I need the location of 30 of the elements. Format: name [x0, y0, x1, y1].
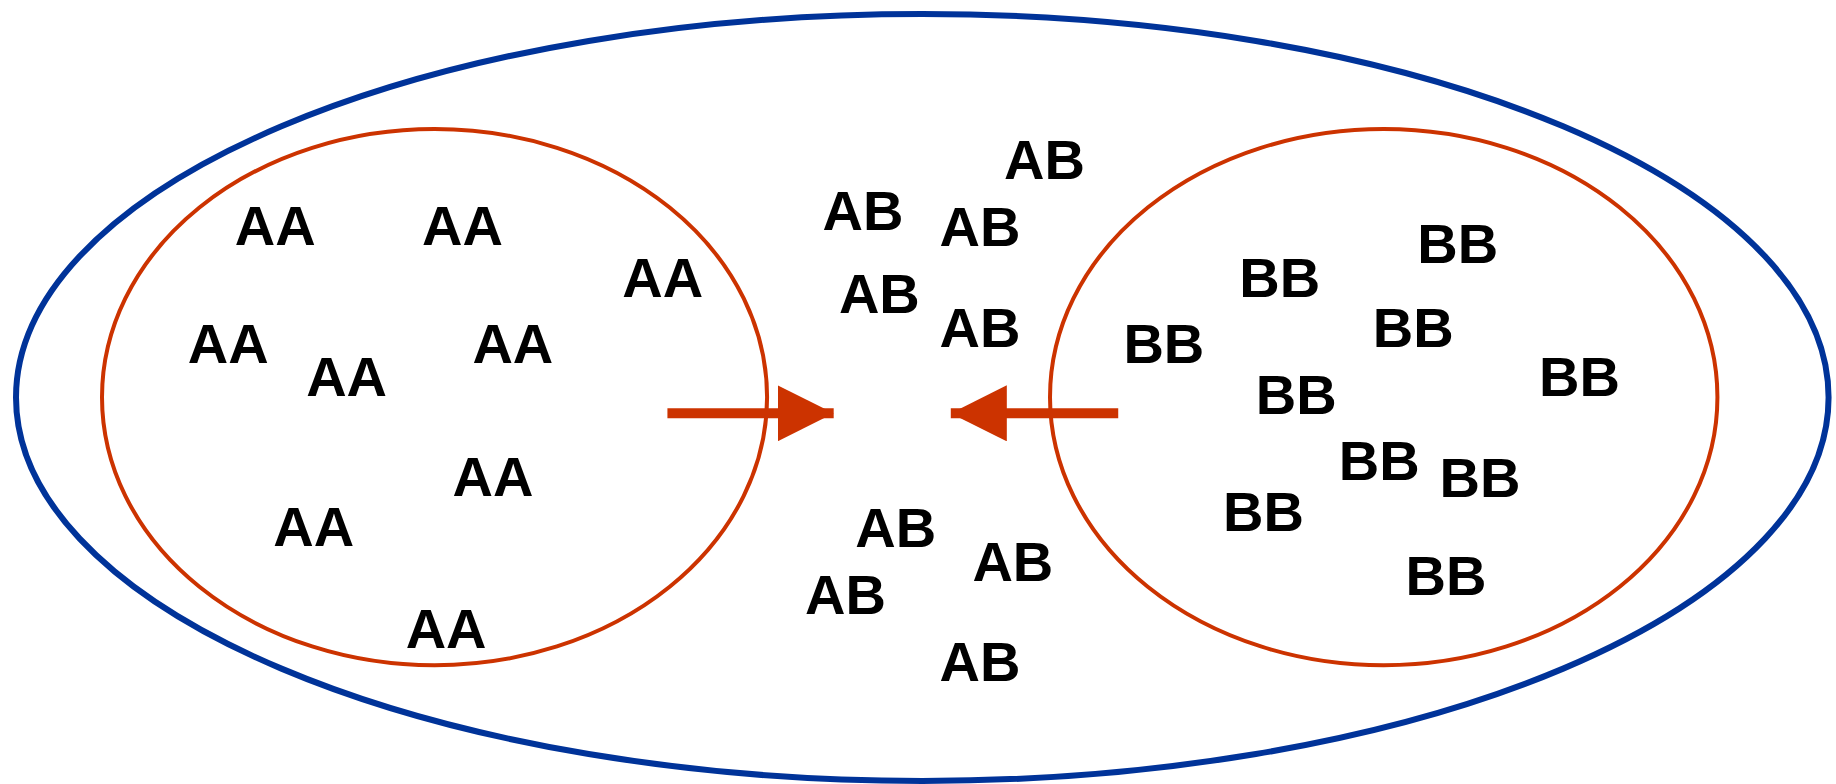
genotype-label: AA [187, 316, 269, 373]
genotype-label: AA [405, 600, 487, 657]
genotype-label: BB [1123, 316, 1205, 373]
genotype-label: BB [1417, 215, 1499, 272]
genotype-label: BB [1222, 483, 1304, 540]
genotype-label: AB [939, 299, 1021, 356]
arrow [950, 385, 1119, 442]
genotype-label: AB [1004, 132, 1085, 189]
genotype-label: AB [804, 566, 886, 623]
genotype-label: AA [234, 197, 316, 254]
genotype-label: BB [1405, 548, 1487, 605]
genotype-label: AB [822, 182, 904, 239]
genotype-label: AA [273, 498, 355, 555]
genotype-label: AB [855, 500, 937, 557]
genotype-label: BB [1338, 433, 1420, 490]
genotype-label: AA [452, 448, 534, 505]
arrow [667, 385, 834, 442]
genotype-label: BB [1439, 449, 1521, 506]
genotype-label: AB [939, 199, 1021, 256]
genotype-label: AA [622, 249, 704, 306]
genotype-label: BB [1239, 249, 1321, 306]
genotype-label: AA [472, 316, 554, 373]
genotype-label: AA [422, 197, 503, 254]
genotype-label: BB [1539, 349, 1620, 406]
genotype-label: AB [939, 633, 1021, 690]
genotype-label: AB [838, 265, 920, 322]
genotype-label: BB [1372, 299, 1454, 356]
genotype-label: AB [972, 534, 1054, 591]
genotype-label: BB [1255, 366, 1337, 423]
genotype-label: AA [306, 349, 387, 406]
